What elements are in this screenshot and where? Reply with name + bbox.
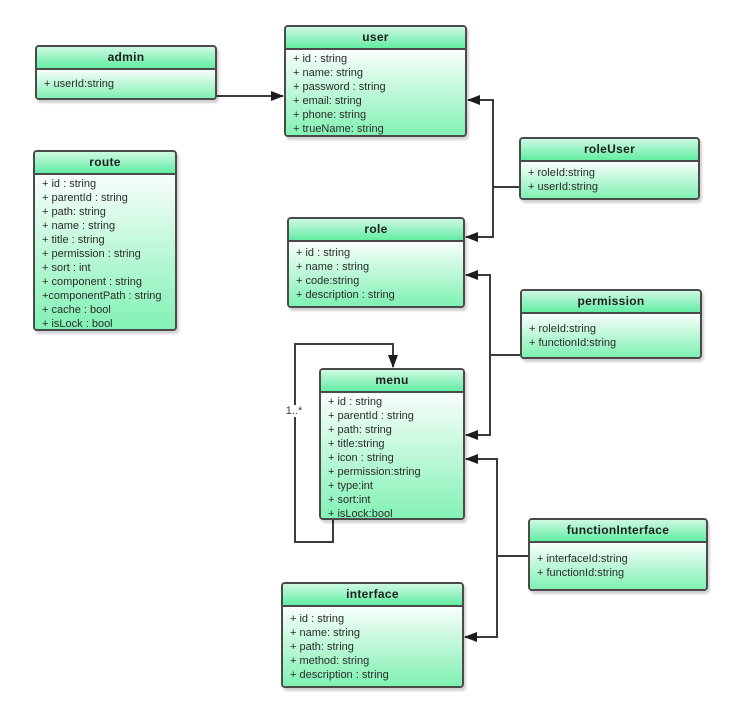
- attribute: + id : string: [328, 396, 383, 408]
- class-attributes-roleUser: + roleId:string + userId:string: [521, 162, 698, 198]
- attribute: + description : string: [296, 289, 395, 301]
- edge-permission-to-menu: [465, 355, 491, 440]
- attribute: + code:string: [296, 275, 360, 287]
- attribute: + id : string: [293, 53, 348, 65]
- class-name-user: user: [286, 27, 465, 50]
- attribute: + functionId:string: [529, 336, 617, 349]
- class-menu[interactable]: menu + id : string + parentId : string + pa…: [319, 368, 465, 520]
- attribute: + name: string: [290, 626, 361, 639]
- attribute: + title : string: [42, 234, 105, 246]
- class-admin[interactable]: admin + userId:string: [35, 45, 217, 100]
- class-attributes-role: + id : string + name : string + code:strin…: [289, 242, 463, 306]
- attribute: +componentPath : string: [42, 290, 162, 302]
- attribute: + isLock : bool: [42, 318, 113, 330]
- class-name-permission: permission: [522, 291, 700, 314]
- class-role[interactable]: role + id : string + name : string + code:s…: [287, 217, 465, 308]
- class-roleUser[interactable]: roleUser + roleId:string + userId:string: [519, 137, 700, 200]
- attribute: + id : string: [290, 612, 345, 625]
- attribute: + type:int: [328, 480, 373, 492]
- class-functionInterface[interactable]: functionInterface + interfaceId:string + f…: [528, 518, 708, 591]
- edge-functionInterface-to-interface: [464, 556, 498, 642]
- attribute: + sort : int: [42, 262, 91, 274]
- class-name-role: role: [289, 219, 463, 242]
- class-attributes-menu: + id : string + parentId : string + path: …: [321, 393, 463, 520]
- class-name-roleUser: roleUser: [521, 139, 698, 162]
- attribute: + name: string: [293, 67, 364, 79]
- class-route[interactable]: route + id : string + parentId : string + p…: [33, 150, 177, 331]
- edge-roleUser-to-role: [465, 187, 494, 242]
- edge-permission-to-role: [465, 270, 520, 356]
- class-attributes-user: + id : string + name: string + password : …: [286, 50, 465, 135]
- class-attributes-admin: + userId:string: [37, 70, 215, 98]
- attribute: + icon : string: [328, 452, 394, 464]
- attribute: + name : string: [296, 261, 370, 273]
- attribute: + name : string: [42, 220, 116, 232]
- class-name-admin: admin: [37, 47, 215, 70]
- attribute: + roleId:string: [528, 167, 595, 179]
- attribute: + phone: string: [293, 109, 367, 121]
- class-attributes-permission: + roleId:string+ functionId:string: [522, 314, 700, 357]
- class-permission[interactable]: permission+ roleId:string+ functionId:st…: [520, 289, 702, 359]
- class-interface[interactable]: interface+ id : string+ name: string+ pa…: [281, 582, 464, 688]
- attribute: + path: string: [42, 206, 106, 218]
- class-attributes-functionInterface: + interfaceId:string + functionId:string: [530, 543, 706, 589]
- attribute: + path: string: [328, 424, 392, 436]
- attribute: + password : string: [293, 81, 386, 93]
- class-name-route: route: [35, 152, 175, 175]
- attribute: + id : string: [296, 247, 351, 259]
- attribute: + id : string: [42, 178, 97, 190]
- attribute: + sort:int: [328, 494, 371, 506]
- class-attributes-interface: + id : string+ name: string+ path: strin…: [283, 607, 462, 686]
- attribute: + title:string: [328, 438, 385, 450]
- attribute: + userId:string: [44, 78, 115, 90]
- attribute: + cache : bool: [42, 304, 111, 316]
- attribute: + parentId : string: [42, 192, 128, 204]
- class-name-menu: menu: [321, 370, 463, 393]
- attribute: + method: string: [290, 654, 370, 667]
- class-attributes-route: + id : string + parentId : string + path: …: [35, 175, 175, 330]
- attribute: + email: string: [293, 95, 362, 107]
- attribute: + component : string: [42, 276, 142, 288]
- attribute: + trueName: string: [293, 123, 384, 135]
- attribute: + interfaceId:string: [537, 553, 628, 565]
- attribute: + path: string: [290, 640, 354, 653]
- attribute: + permission : string: [42, 248, 141, 260]
- edge-functionInterface-to-menu: [465, 454, 528, 557]
- attribute: + userId:string: [528, 181, 599, 193]
- multiplicity-label: 1..*: [283, 405, 305, 417]
- attribute: + isLock:bool: [328, 508, 393, 520]
- attribute: + description : string: [290, 668, 389, 681]
- attribute: + parentId : string: [328, 410, 414, 422]
- attribute: + functionId:string: [537, 567, 625, 579]
- class-user[interactable]: user + id : string + name: string + passwor…: [284, 25, 467, 137]
- attribute: + permission:string: [328, 466, 421, 478]
- attribute: + roleId:string: [529, 322, 596, 335]
- edge-roleUser-to-user: [467, 95, 519, 188]
- class-name-interface: interface: [283, 584, 462, 607]
- class-name-functionInterface: functionInterface: [530, 520, 706, 543]
